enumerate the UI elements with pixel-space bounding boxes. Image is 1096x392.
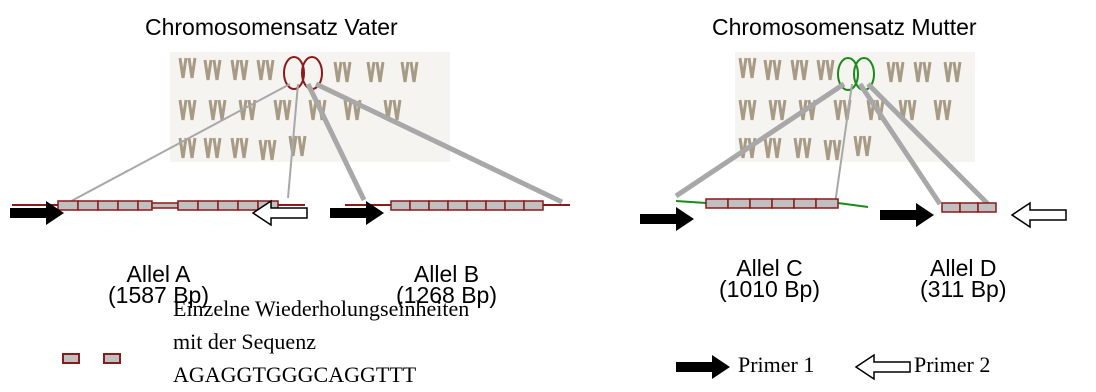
primer-1-legend-arrow: [676, 355, 730, 379]
repeat-legend-line-1: Einzelne Wiederholungseinheiten: [173, 296, 470, 321]
allele-a-size: (1587 Bp): [108, 282, 210, 308]
allele-b-size: (1268 Bp): [396, 282, 498, 308]
allele-d-construct: [880, 201, 1067, 229]
allele-d-label: Allel D (311 Bp): [920, 255, 1007, 302]
allele-c-label: Allel C (1010 Bp): [719, 255, 821, 302]
allele-a-primer-2-arrow: [251, 199, 308, 227]
primer-1-legend-label: Primer 1: [738, 352, 815, 377]
allele-b-label: Allel B (1268 Bp): [396, 261, 498, 308]
allele-d-name: Allel D: [930, 255, 997, 281]
father-connector-lines: [61, 81, 564, 207]
allele-c-primer-1-arrow: [640, 207, 694, 231]
allele-b-name: Allel B: [413, 261, 480, 287]
father-karyotype-title: Chromosomensatz Vater: [145, 14, 398, 40]
primer-2-legend-arrow: [854, 353, 911, 381]
allele-a-name: Allel A: [126, 261, 191, 287]
allele-c-name: Allel C: [736, 255, 803, 281]
allele-a-label: Allel A (1587 Bp): [108, 261, 210, 308]
mother-marked-chromosome-1: [837, 57, 859, 91]
primer-2-legend-label: Primer 2: [914, 352, 991, 377]
allele-d-primer-1-arrow: [880, 203, 934, 227]
allele-b-construct: [330, 200, 570, 225]
repeat-unit-legend-icon: [62, 353, 121, 364]
mother-connector-lines: [674, 81, 990, 206]
allele-d-primer-2-arrow: [1010, 201, 1067, 229]
allele-d-size: (311 Bp): [920, 276, 1007, 302]
allele-a-primer-1-arrow: [10, 201, 64, 225]
father-marked-chromosome-1: [283, 56, 305, 90]
allele-c-size: (1010 Bp): [719, 276, 821, 302]
father-karyotype-image: [170, 52, 450, 162]
mother-karyotype-title: Chromosomensatz Mutter: [712, 14, 977, 40]
allele-b-primer-1-arrow: [330, 201, 384, 225]
repeat-sequence: AGAGGTGGGCAGGTTT: [173, 362, 417, 387]
repeat-legend-line-2: mit der Sequenz: [173, 329, 316, 354]
allele-a-construct: [10, 199, 308, 227]
allele-c-construct: [640, 198, 869, 231]
